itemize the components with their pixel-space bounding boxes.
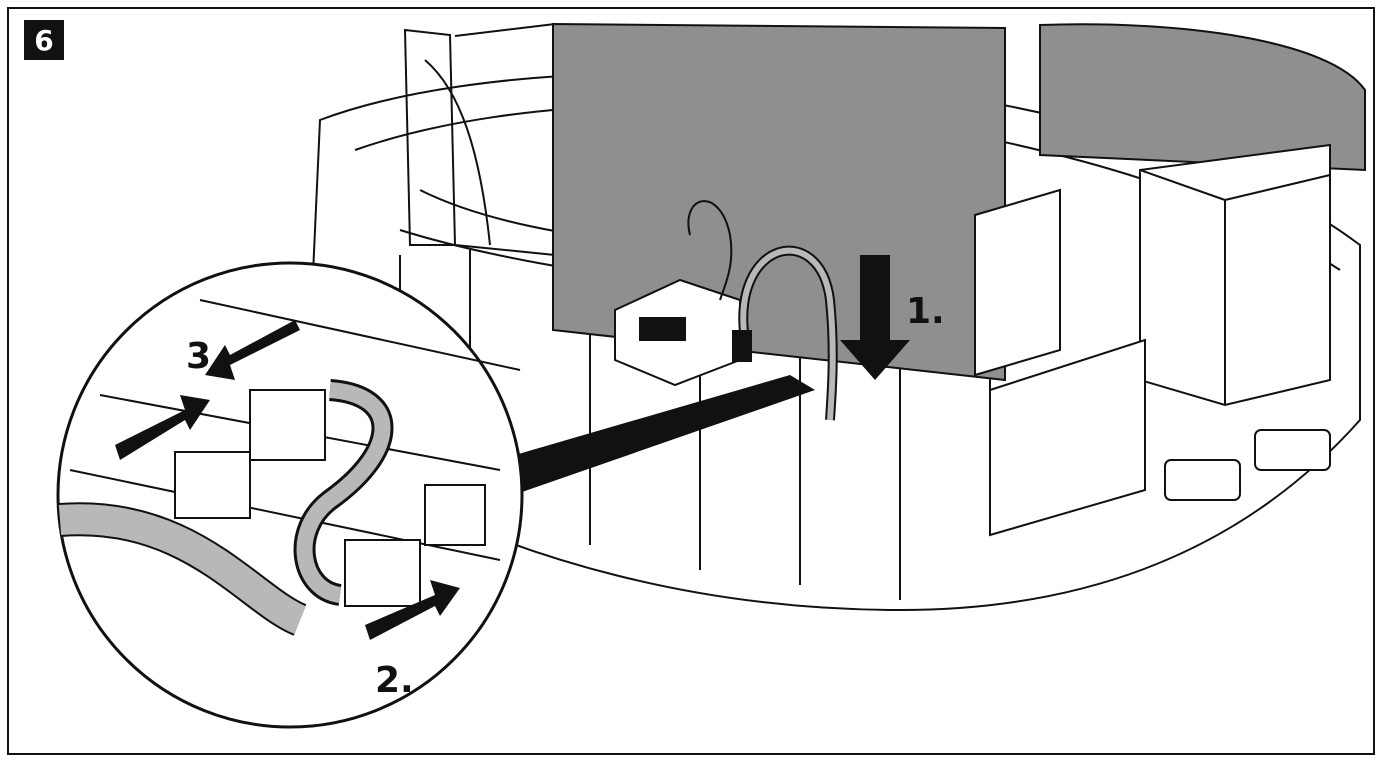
outer-border <box>7 7 1375 755</box>
callout-step-2: 2. <box>375 660 414 701</box>
machine-cables <box>687 200 838 421</box>
callout-step-1: 1. <box>906 291 945 332</box>
step-number-badge: 6 <box>24 20 64 60</box>
instruction-arrows <box>115 255 910 640</box>
right-components <box>974 143 1331 537</box>
callout-step-3: 3. <box>186 336 225 377</box>
zoom-wedge <box>515 375 815 492</box>
